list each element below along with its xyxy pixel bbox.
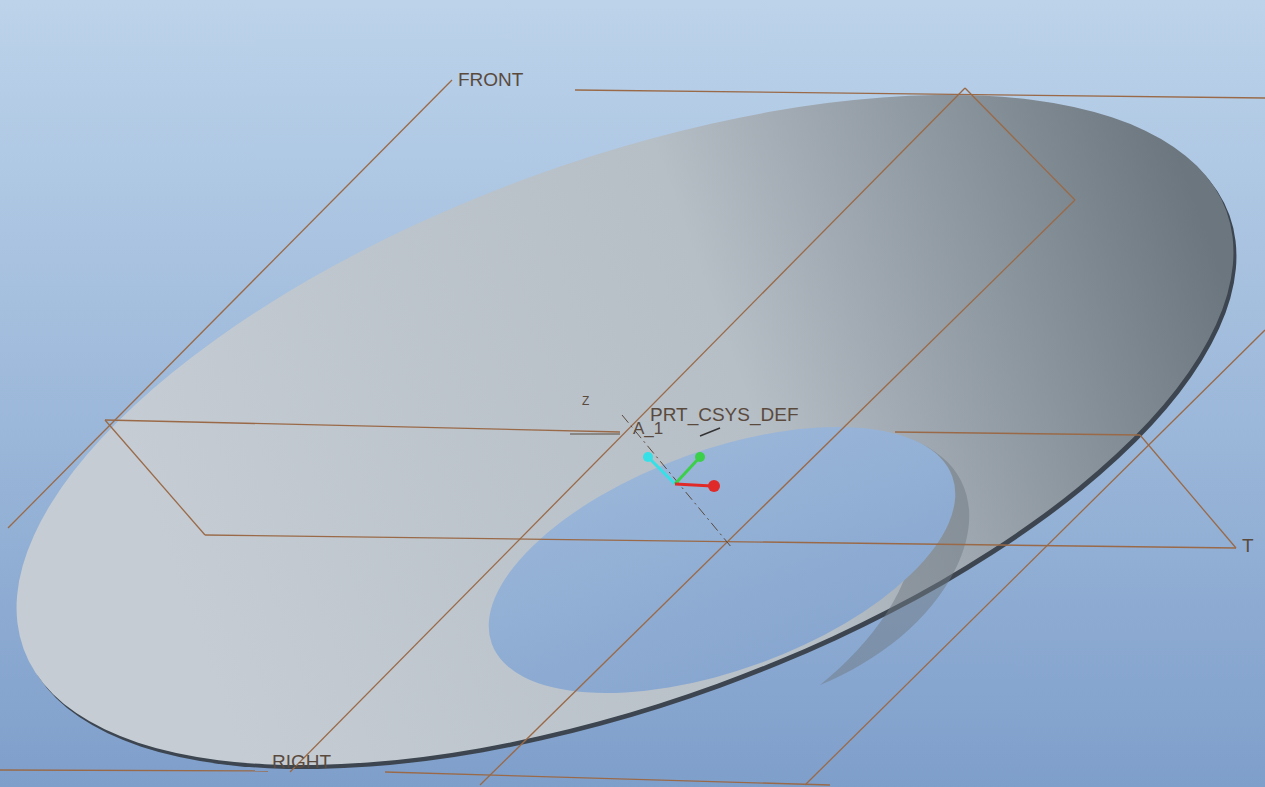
axis-direction: Z [582,395,589,407]
datum-plane-name: FRONT [458,70,523,89]
datum-planes [0,80,1265,785]
axis-a1 [570,415,732,548]
disc-hole [454,373,990,747]
axis-name: A_1 [633,420,663,437]
csys-name: PRT_CSYS_DEF [650,405,799,424]
csys-triad [643,428,720,492]
datum-plane-name: T [1242,536,1254,555]
datum-plane-name: RIGHT [272,752,331,771]
